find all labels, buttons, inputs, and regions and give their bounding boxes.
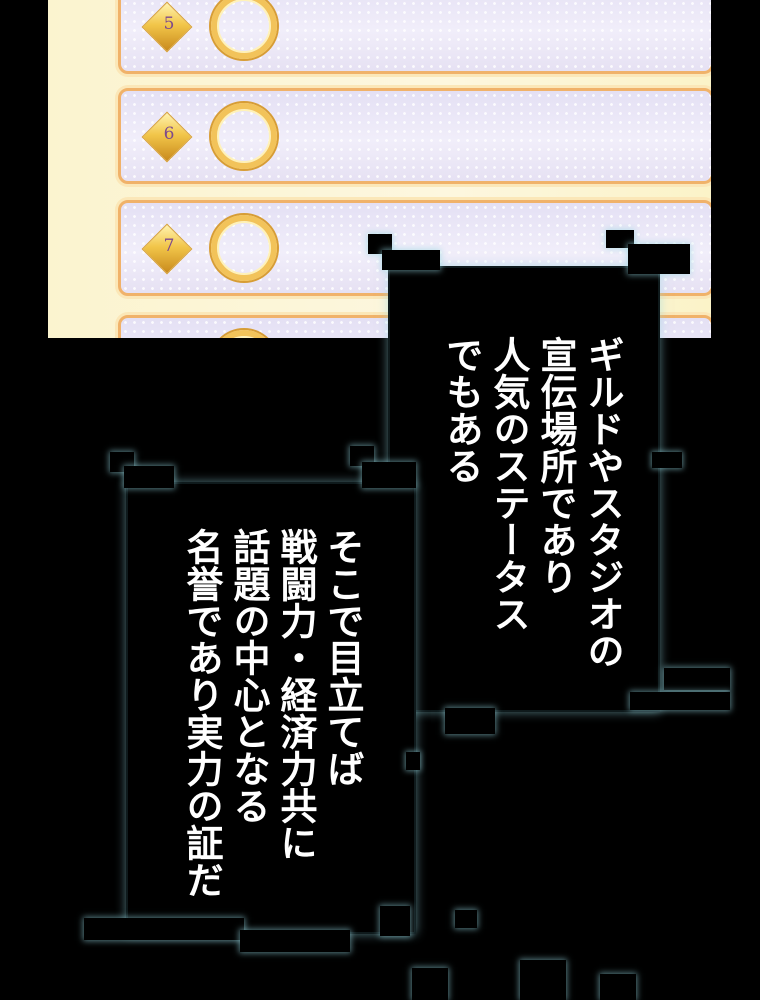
narration-box-2: [128, 484, 414, 932]
box-1-glitch-block: [368, 234, 392, 254]
box-1-glitch-block: [664, 668, 730, 690]
box-2-glitch-block: [124, 466, 174, 488]
narration-box-1: [390, 268, 658, 710]
narration-line-4: 名誉であり実力の証だ: [180, 528, 223, 898]
narration-line-4: でもある: [440, 336, 483, 484]
box-2-glitch-block: [380, 906, 410, 936]
rank-number: 5: [163, 14, 175, 34]
rank-number: 7: [163, 236, 175, 256]
box-1-glitch-block: [652, 452, 682, 468]
box-2-glitch-block: [362, 462, 416, 488]
narration-line-1: そこで目立てば: [321, 528, 364, 787]
empty-avatar-ring-icon: [211, 215, 277, 281]
narration-line-3: 人気のステータス: [487, 336, 530, 632]
box-2-glitch-block: [240, 930, 350, 952]
box-1-glitch-block: [628, 244, 690, 274]
box-2-glitch-block: [455, 910, 477, 928]
empty-avatar-ring-icon: [211, 103, 277, 169]
narration-text-1: ギルドやスタジオの 宣伝場所であり 人気のステータス でもある: [438, 336, 626, 676]
narration-line-1: ギルドやスタジオの: [581, 336, 624, 669]
rank-number: 6: [163, 124, 175, 144]
box-1-glitch-block: [445, 708, 495, 734]
narration-line-3: 話題の中心となる: [227, 528, 270, 824]
box-2-glitch-block: [84, 918, 244, 940]
narration-line-2: 宣伝場所であり: [534, 336, 577, 595]
glitch-block: [520, 960, 566, 1000]
empty-avatar-ring-icon: [211, 0, 277, 59]
box-1-glitch-block: [382, 250, 440, 270]
ranking-row-5: 5: [118, 0, 711, 74]
narration-line-2: 戦闘力・経済力共に: [274, 528, 317, 861]
glitch-block: [600, 974, 636, 1000]
ranking-row-6: 6: [118, 88, 711, 184]
box-2-glitch-block: [406, 752, 420, 770]
box-1-glitch-block: [630, 692, 730, 710]
box-1-glitch-block: [606, 230, 634, 248]
box-2-glitch-block: [350, 446, 374, 466]
empty-avatar-ring-icon: [211, 330, 277, 338]
glitch-block: [412, 968, 448, 1000]
narration-text-2: そこで目立てば 戦闘力・経済力共に 話題の中心となる 名誉であり実力の証だ: [178, 528, 366, 908]
